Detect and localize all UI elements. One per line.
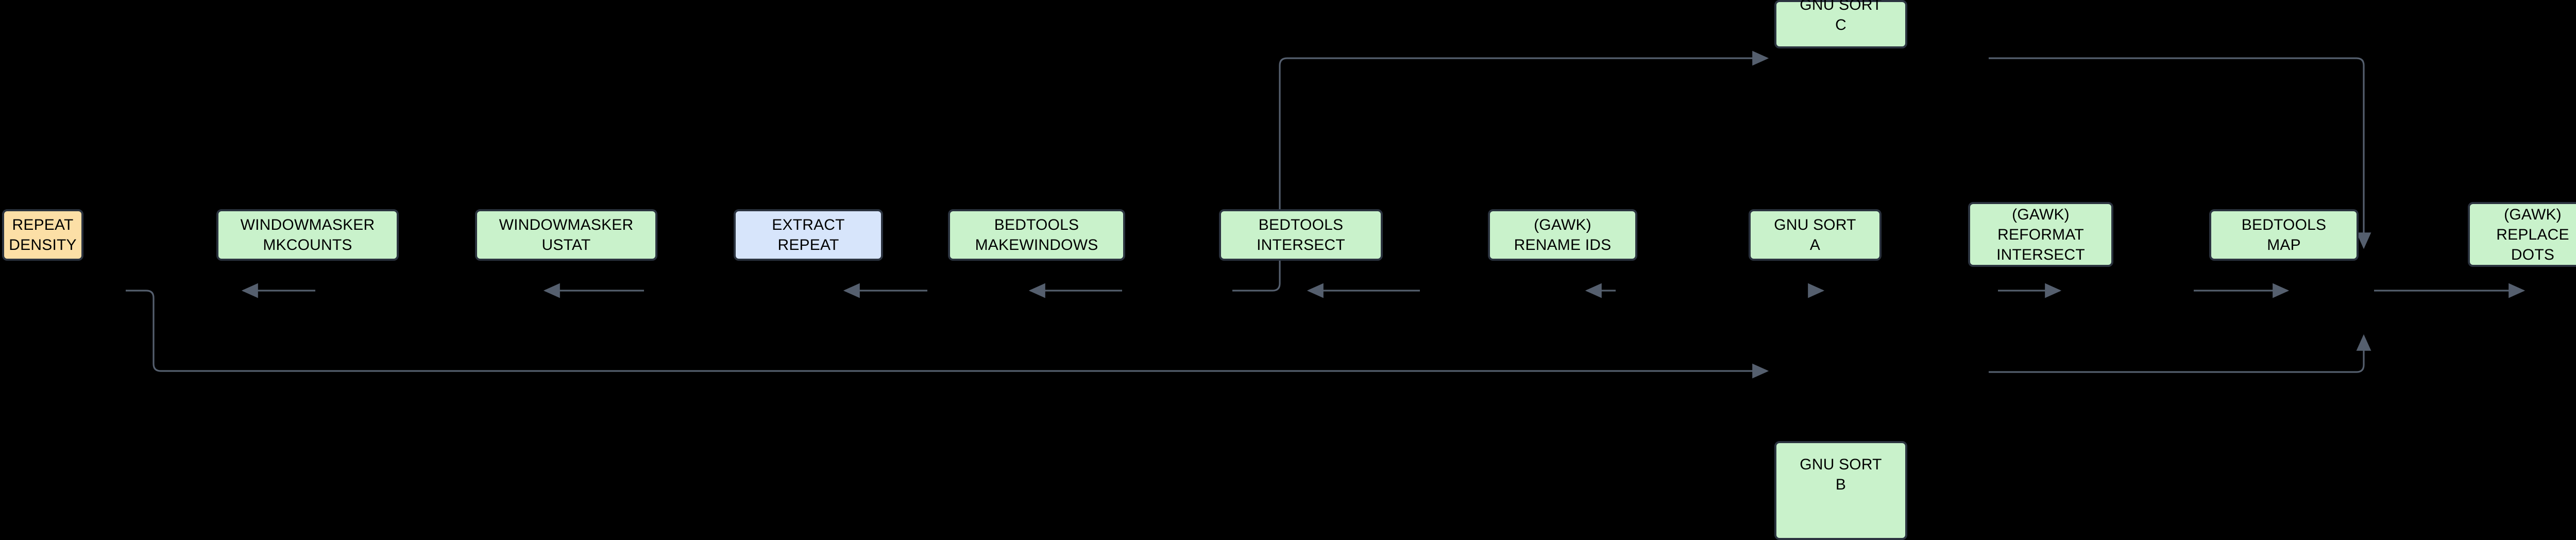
- node-gnu-sort-c-label: GNU SORT C: [1800, 0, 1882, 33]
- node-gawk-replace-dots-label: (GAWK) REPLACE DOTS: [2496, 206, 2569, 263]
- node-bedtools-makewindows[interactable]: BEDTOOLS MAKEWINDOWS: [948, 209, 1125, 261]
- node-gnu-sort-c[interactable]: GNU SORT C: [1774, 0, 1907, 48]
- node-windowmasker-mkcounts[interactable]: WINDOWMASKER MKCOUNTS: [216, 209, 399, 261]
- node-gawk-rename-ids[interactable]: (GAWK) RENAME IDS: [1488, 209, 1637, 261]
- node-windowmasker-ustat-label: WINDOWMASKER USTAT: [499, 216, 634, 254]
- node-windowmasker-ustat[interactable]: WINDOWMASKER USTAT: [475, 209, 657, 261]
- edge-makewindows-branch-to-sort-c: [1232, 50, 1769, 292]
- node-bedtools-makewindows-label: BEDTOOLS MAKEWINDOWS: [975, 216, 1098, 254]
- node-bedtools-intersect-label: BEDTOOLS INTERSECT: [1257, 216, 1345, 254]
- node-repeat-density[interactable]: REPEAT DENSITY: [2, 209, 83, 261]
- node-gnu-sort-a[interactable]: GNU SORT A: [1749, 209, 1882, 261]
- node-gawk-replace-dots[interactable]: (GAWK) REPLACE DOTS: [2468, 202, 2576, 267]
- node-gawk-reformat-intersect[interactable]: (GAWK) REFORMAT INTERSECT: [1968, 202, 2113, 267]
- node-windowmasker-mkcounts-label: WINDOWMASKER MKCOUNTS: [240, 216, 375, 254]
- node-gnu-sort-b[interactable]: GNU SORT B: [1774, 441, 1907, 540]
- node-gawk-rename-ids-label: (GAWK) RENAME IDS: [1514, 216, 1612, 254]
- node-gnu-sort-a-label: GNU SORT A: [1774, 216, 1856, 254]
- node-extract-repeat-label: EXTRACT REPEAT: [772, 216, 845, 254]
- edge-sort-c-to-map: [1989, 57, 2371, 249]
- edge-repeat-density-branch-to-sort-b: [126, 290, 1769, 379]
- edge-sort-b-to-map: [1989, 334, 2371, 373]
- node-gawk-reformat-intersect-label: (GAWK) REFORMAT INTERSECT: [1996, 206, 2085, 263]
- node-repeat-density-label: REPEAT DENSITY: [9, 216, 77, 254]
- node-bedtools-intersect[interactable]: BEDTOOLS INTERSECT: [1219, 209, 1383, 261]
- node-bedtools-map-label: BEDTOOLS MAP: [2241, 216, 2327, 254]
- node-bedtools-map[interactable]: BEDTOOLS MAP: [2209, 209, 2359, 261]
- node-gnu-sort-b-label: GNU SORT B: [1800, 456, 1882, 493]
- node-extract-repeat[interactable]: EXTRACT REPEAT: [734, 209, 883, 261]
